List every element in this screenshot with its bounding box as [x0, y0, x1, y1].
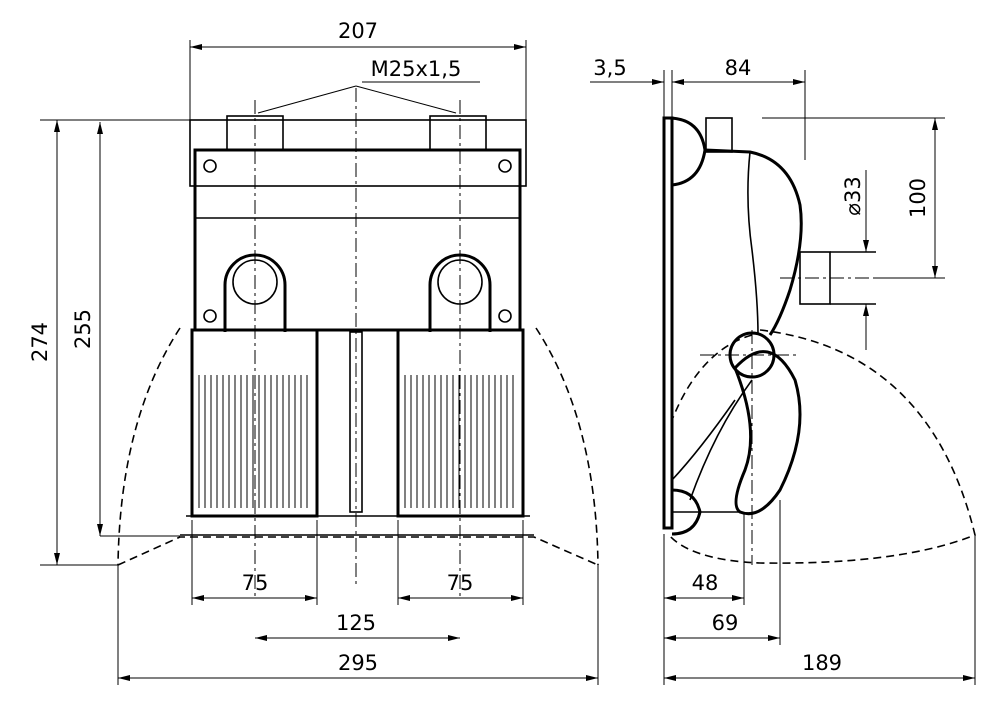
dim-wall: 3,5: [593, 56, 626, 80]
dim-pitch-right: 75: [447, 571, 474, 595]
dim-top-width: 207: [338, 19, 378, 43]
dim-depth-69: 69: [712, 611, 739, 635]
dim-height-body: 255: [71, 309, 95, 349]
dim-depth-total: 189: [802, 651, 842, 675]
side-view: [662, 116, 976, 565]
front-view: [117, 88, 599, 600]
dim-bore: ⌀33: [841, 176, 865, 215]
dim-height-total: 274: [28, 322, 52, 362]
front-dimensions: 207 M25x1,5 274 255 75 75 125 295: [28, 19, 599, 685]
dim-depth-48: 48: [692, 571, 719, 595]
dim-depth-top: 84: [725, 56, 752, 80]
dim-pitch-left: 75: [242, 571, 269, 595]
dim-width-total: 295: [338, 651, 378, 675]
side-dimensions: 3,5 84 ⌀33 100 48 69 189: [590, 56, 976, 685]
dim-pitch-center: 125: [336, 611, 376, 635]
dim-bore-height: 100: [906, 178, 930, 218]
dim-thread: M25x1,5: [371, 57, 462, 81]
